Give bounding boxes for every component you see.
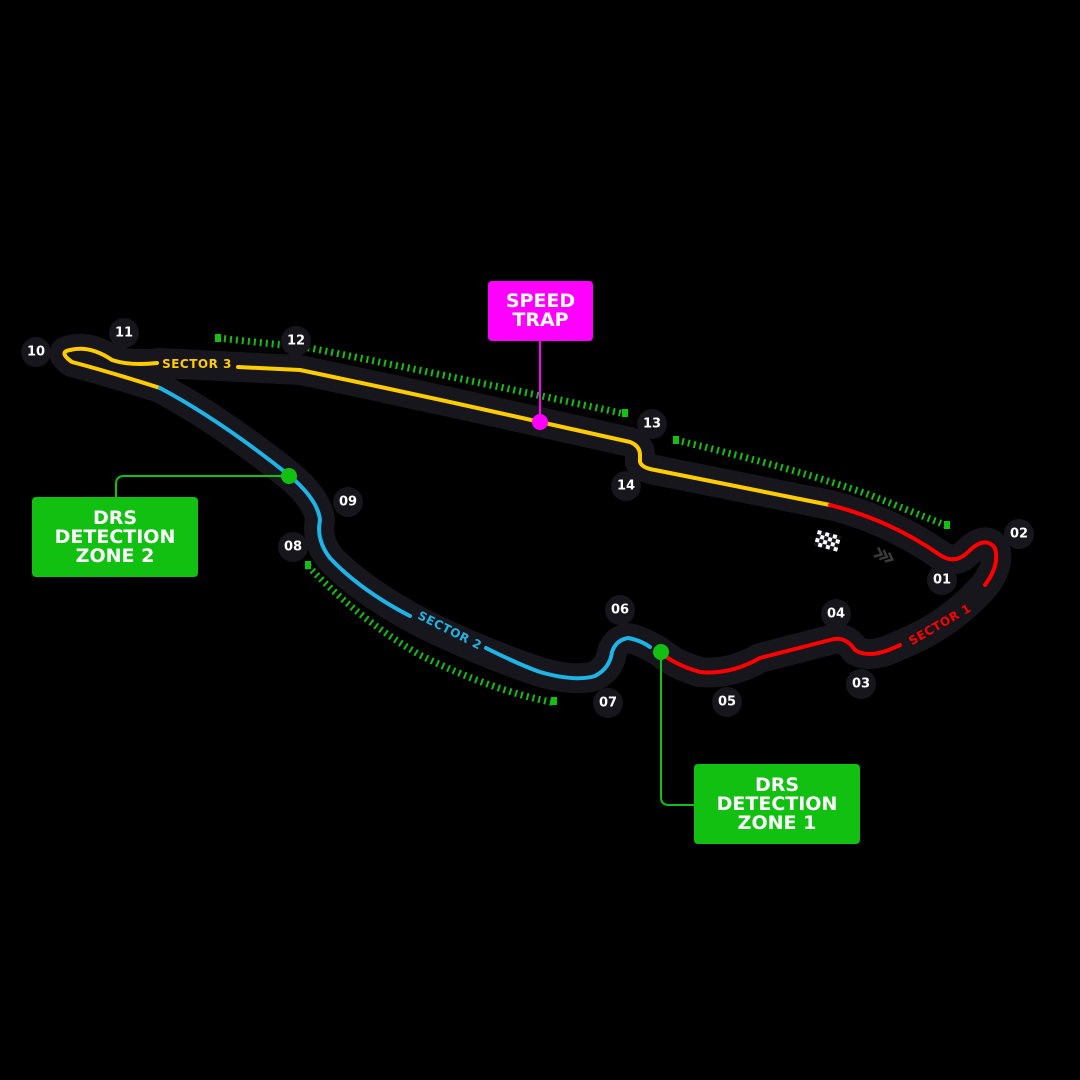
turn-badge-06: 06 xyxy=(605,595,635,625)
turn-badge-circle xyxy=(593,688,623,718)
turn-badge-circle xyxy=(821,599,851,629)
speed-trap-line-2: TRAP xyxy=(512,309,569,331)
turn-number: 01 xyxy=(933,573,951,588)
drs-zone-marker xyxy=(944,521,950,529)
speed-trap-callout[interactable]: SPEED TRAP xyxy=(488,281,593,341)
turn-badge-05: 05 xyxy=(712,687,742,717)
drs-zone-marker xyxy=(551,697,557,705)
turn-badge-circle xyxy=(637,409,667,439)
turn-badge-circle xyxy=(333,487,363,517)
drs-zones xyxy=(215,334,950,707)
drs-zone-sector2 xyxy=(305,563,556,707)
turn-number: 03 xyxy=(852,677,870,692)
turn-badge-14: 14 xyxy=(611,471,641,501)
turn-number: 07 xyxy=(599,696,617,711)
turn-badge-04: 04 xyxy=(821,599,851,629)
turn-number: 02 xyxy=(1010,527,1028,542)
sector-3-label: SECTOR 3 xyxy=(162,357,232,371)
turn-badge-circle xyxy=(712,687,742,717)
drs-detection-1-line-3: ZONE 1 xyxy=(737,811,817,834)
turn-number: 05 xyxy=(718,695,736,710)
drs-detection-1-line-2: DETECTION xyxy=(716,792,838,815)
drs-zone-marker xyxy=(622,409,628,417)
speed-trap-marker[interactable] xyxy=(532,414,548,430)
sector-2-line xyxy=(158,386,652,681)
drs-detection-2-marker[interactable] xyxy=(281,468,297,484)
turn-badge-11: 11 xyxy=(109,318,139,348)
drs-zone-marker xyxy=(305,561,311,569)
drs-detection-1-marker[interactable] xyxy=(653,644,669,660)
racing-line xyxy=(62,346,999,681)
turn-number: 06 xyxy=(611,603,629,618)
turn-number: 10 xyxy=(27,345,45,360)
turn-badge-circle xyxy=(927,565,957,595)
turn-badge-circle xyxy=(846,669,876,699)
turn-number: 08 xyxy=(284,540,302,555)
turn-badge-02: 02 xyxy=(1004,519,1034,549)
drs-detection-2-connector xyxy=(115,475,288,498)
turn-number: 04 xyxy=(827,607,845,622)
turn-badge-01: 01 xyxy=(927,565,957,595)
checkered-flag-icon xyxy=(813,530,842,552)
turn-badge-circle xyxy=(278,532,308,562)
turn-badge-07: 07 xyxy=(593,688,623,718)
drs-detection-2-line-1: DRS xyxy=(92,506,138,529)
drs-zone-marker xyxy=(673,436,679,444)
sector-3-line xyxy=(62,346,832,507)
turn-badge-circle xyxy=(611,471,641,501)
turn-badge-09: 09 xyxy=(333,487,363,517)
turn-badge-08: 08 xyxy=(278,532,308,562)
turn-badge-circle xyxy=(605,595,635,625)
turn-number: 09 xyxy=(339,495,357,510)
drs-zone-marker xyxy=(215,334,221,342)
turn-badge-13: 13 xyxy=(637,409,667,439)
drs-detection-2-line-2: DETECTION xyxy=(54,525,176,548)
turn-number: 13 xyxy=(643,417,661,432)
turn-markers: 01 02 03 04 05 06 07 08 09 10 11 12 13 14 xyxy=(21,318,1034,718)
drs-detection-zone-2-callout[interactable]: DRS DETECTION ZONE 2 xyxy=(32,497,198,577)
turn-badge-circle xyxy=(1004,519,1034,549)
turn-number: 11 xyxy=(115,326,133,341)
turn-number: 12 xyxy=(287,334,305,349)
speed-trap-line-1: SPEED xyxy=(505,290,576,312)
drs-detection-1-connector xyxy=(660,652,695,806)
sector-1-line xyxy=(658,503,999,675)
drs-zone-back-straight xyxy=(675,436,950,530)
drs-detection-1-line-1: DRS xyxy=(754,773,800,796)
turn-badge-12: 12 xyxy=(281,326,311,356)
turn-badge-circle xyxy=(109,318,139,348)
turn-number: 14 xyxy=(617,479,635,494)
drs-detection-zone-1-callout[interactable]: DRS DETECTION ZONE 1 xyxy=(694,764,860,844)
drs-detection-2-line-3: ZONE 2 xyxy=(75,544,155,567)
turn-badge-03: 03 xyxy=(846,669,876,699)
turn-badge-circle xyxy=(281,326,311,356)
direction-chevron-icon xyxy=(873,546,895,563)
turn-badge-10: 10 xyxy=(21,337,51,367)
turn-badge-circle xyxy=(21,337,51,367)
